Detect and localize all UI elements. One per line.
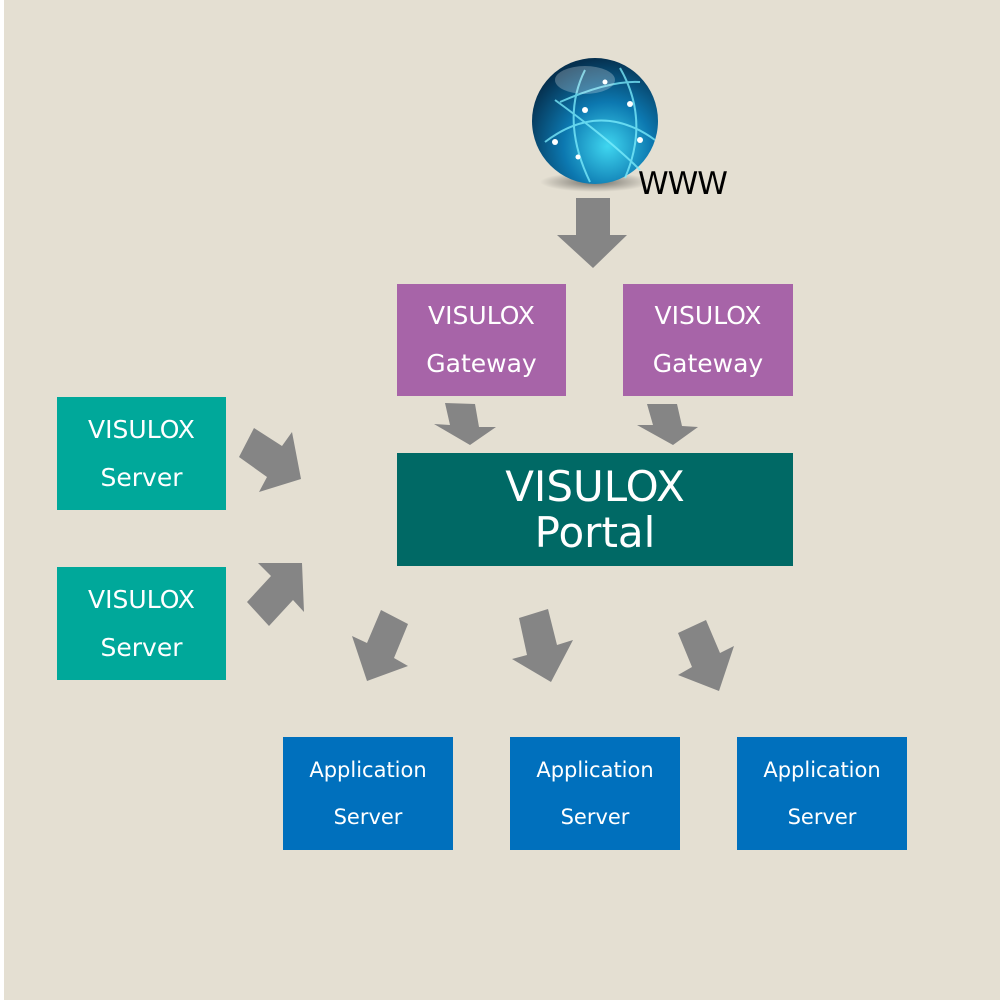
app-server-title: Application	[763, 757, 881, 782]
arrow-portal-app2	[512, 609, 573, 682]
gateway-title: VISULOX	[428, 301, 535, 330]
arrow-www-down	[557, 198, 627, 268]
globe-icon	[532, 58, 658, 192]
arrow-portal-app1	[352, 610, 408, 681]
portal-box: VISULOX Portal	[397, 453, 793, 566]
app-server-box-3: Application Server	[737, 737, 907, 850]
arrow-server1-portal	[239, 428, 301, 492]
gateway-box-2: VISULOX Gateway	[623, 284, 793, 396]
www-label: WWW	[638, 166, 728, 202]
app-server-title: Application	[309, 757, 427, 782]
app-server-subtitle: Server	[787, 804, 857, 829]
server-title: VISULOX	[88, 584, 195, 614]
app-server-box-2: Application Server	[510, 737, 680, 850]
server-subtitle: Server	[100, 462, 183, 492]
app-server-subtitle: Server	[560, 804, 630, 829]
server-box-1: VISULOX Server	[57, 397, 226, 510]
app-server-title: Application	[536, 757, 654, 782]
arrow-gateway2-portal	[637, 404, 698, 445]
portal-title: VISULOX	[505, 461, 685, 511]
app-server-subtitle: Server	[333, 804, 403, 829]
server-title: VISULOX	[88, 414, 195, 444]
arrow-server2-portal	[247, 563, 304, 626]
app-server-box-1: Application Server	[283, 737, 453, 850]
gateway-subtitle: Gateway	[652, 349, 764, 378]
server-box-2: VISULOX Server	[57, 567, 226, 680]
arrow-portal-app3	[678, 620, 734, 691]
gateway-subtitle: Gateway	[426, 349, 537, 378]
arrow-gateway1-portal	[434, 403, 496, 445]
portal-subtitle: Portal	[534, 507, 656, 557]
gateway-box-1: VISULOX Gateway	[397, 284, 566, 396]
server-subtitle: Server	[100, 632, 183, 662]
gateway-title: VISULOX	[654, 301, 762, 330]
